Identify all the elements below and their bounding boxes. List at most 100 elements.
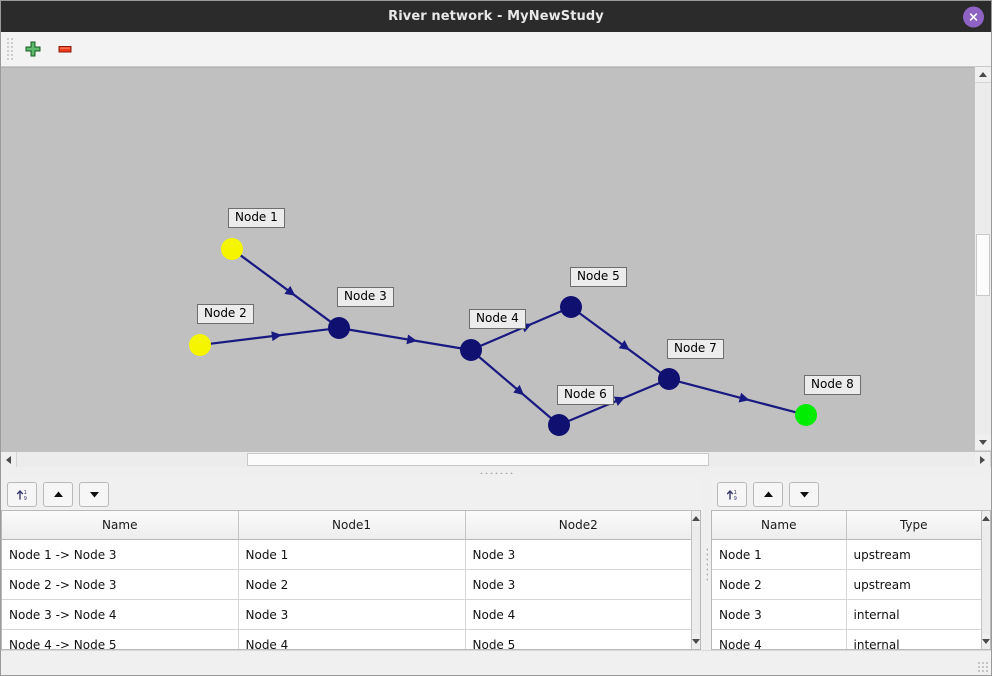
node-label-node-8[interactable]: Node 8 — [804, 375, 861, 395]
graph-node-node-6[interactable] — [548, 414, 570, 436]
network-canvas[interactable]: Node 1 Node 2 Node 3 Node 4 Node 5 Node 6 Node… — [1, 67, 974, 451]
table-cell[interactable]: Node 3 — [465, 539, 691, 570]
column-header-node2[interactable]: Node2 — [465, 511, 691, 540]
node-label-node-7[interactable]: Node 7 — [667, 339, 724, 359]
nodes-vertical-scrollbar[interactable] — [981, 510, 991, 650]
scroll-right-button[interactable] — [975, 452, 991, 467]
table-cell[interactable]: Node 2 — [712, 569, 847, 600]
reaches-scroll-down-button[interactable] — [692, 634, 700, 649]
vertical-scroll-thumb[interactable] — [976, 234, 990, 297]
table-cell[interactable]: Node 3 — [238, 599, 466, 630]
table-cell[interactable]: internal — [846, 629, 981, 649]
reaches-scroll-up-button[interactable] — [692, 511, 700, 526]
graph-panel: Node 1 Node 2 Node 3 Node 4 Node 5 Node 6 Node… — [1, 67, 991, 467]
table-cell[interactable]: Node 5 — [465, 629, 691, 649]
table-cell[interactable]: Node 1 — [712, 539, 847, 570]
table-cell[interactable]: internal — [846, 599, 981, 630]
graph-edge[interactable] — [578, 312, 662, 374]
table-cell[interactable]: Node 4 -> Node 5 — [2, 629, 239, 649]
table-cell[interactable]: upstream — [846, 569, 981, 600]
node-label-node-2[interactable]: Node 2 — [197, 304, 254, 324]
edge-arrow-icon — [613, 396, 626, 406]
table-cell[interactable]: Node 4 — [238, 629, 466, 649]
table-cell[interactable]: Node 2 — [238, 569, 466, 600]
move-reach-down-button[interactable] — [79, 481, 109, 507]
graph-node-node-2[interactable] — [189, 334, 211, 356]
table-cell[interactable]: Node 3 -> Node 4 — [2, 599, 239, 630]
add-node-button[interactable] — [18, 35, 48, 63]
nodes-scroll-up-button[interactable] — [982, 511, 990, 526]
table-cell[interactable]: Node 4 — [465, 599, 691, 630]
graph-edge[interactable] — [678, 380, 797, 414]
node-label-node-3[interactable]: Node 3 — [337, 287, 394, 307]
nodes-scroll-track[interactable] — [982, 526, 990, 634]
sort-reaches-button[interactable]: 1 9 — [7, 481, 37, 507]
reaches-toolbar: 1 9 — [1, 478, 701, 510]
toolbar-grip[interactable] — [5, 38, 13, 60]
table-cell[interactable]: Node 3 — [465, 569, 691, 600]
graph-node-node-1[interactable] — [221, 238, 243, 260]
column-header-node1[interactable]: Node1 — [238, 511, 466, 540]
reaches-scroll-track[interactable] — [692, 526, 700, 634]
table-cell[interactable]: Node 4 — [712, 629, 847, 649]
close-icon[interactable] — [963, 6, 984, 27]
reaches-vertical-scrollbar[interactable] — [691, 510, 701, 650]
node-label-node-4[interactable]: Node 4 — [469, 309, 526, 329]
canvas-vertical-scrollbar[interactable] — [974, 67, 991, 451]
graph-node-node-7[interactable] — [658, 368, 680, 390]
sort-nodes-button[interactable]: 1 9 — [717, 481, 747, 507]
graph-node-node-3[interactable] — [328, 317, 350, 339]
node-label-node-5[interactable]: Node 5 — [570, 267, 627, 287]
move-node-down-button[interactable] — [789, 481, 819, 507]
graph-edge[interactable] — [239, 254, 332, 323]
graph-edge[interactable] — [477, 355, 553, 420]
table-cell[interactable]: Node 3 — [712, 599, 847, 630]
move-reach-up-button[interactable] — [43, 481, 73, 507]
scroll-left-button[interactable] — [1, 452, 17, 467]
reaches-scroll-thumb[interactable] — [692, 526, 700, 582]
node-label-node-1[interactable]: Node 1 — [228, 208, 285, 228]
graph-edge[interactable] — [567, 381, 661, 423]
table-cell[interactable]: upstream — [846, 539, 981, 570]
graph-node-node-4[interactable] — [460, 339, 482, 361]
nodes-scroll-down-button[interactable] — [982, 634, 990, 649]
horizontal-scroll-thumb[interactable] — [246, 453, 709, 466]
graph-edge[interactable] — [209, 328, 330, 345]
table-cell[interactable]: Node 1 -> Node 3 — [2, 539, 239, 570]
column-header-type[interactable]: Type — [846, 511, 981, 540]
column-header-name[interactable]: Name — [2, 511, 239, 540]
table-cell[interactable]: Node 2 -> Node 3 — [2, 569, 239, 600]
canvas-horizontal-scrollbar[interactable] — [1, 451, 991, 467]
move-node-up-button[interactable] — [753, 481, 783, 507]
scroll-down-button[interactable] — [975, 435, 991, 451]
window-title: River network - MyNewStudy — [388, 9, 604, 24]
horizontal-scroll-track[interactable] — [17, 452, 975, 467]
graph-node-node-8[interactable] — [795, 404, 817, 426]
vertical-scroll-track[interactable] — [975, 83, 991, 435]
remove-node-button[interactable] — [50, 35, 80, 63]
graph-node-node-5[interactable] — [560, 296, 582, 318]
vertical-splitter[interactable] — [701, 478, 711, 650]
node-label-node-6[interactable]: Node 6 — [557, 385, 614, 405]
column-header-name[interactable]: Name — [712, 511, 847, 540]
graph-edge[interactable] — [348, 328, 462, 350]
resize-grip[interactable] — [977, 661, 989, 673]
table-cell[interactable]: Node 1 — [238, 539, 466, 570]
scroll-up-button[interactable] — [975, 67, 991, 83]
svg-text:9: 9 — [23, 496, 26, 502]
reaches-pane: 1 9 — [1, 478, 701, 650]
nodes-scroll-thumb[interactable] — [982, 526, 990, 582]
horizontal-splitter[interactable] — [1, 467, 991, 478]
